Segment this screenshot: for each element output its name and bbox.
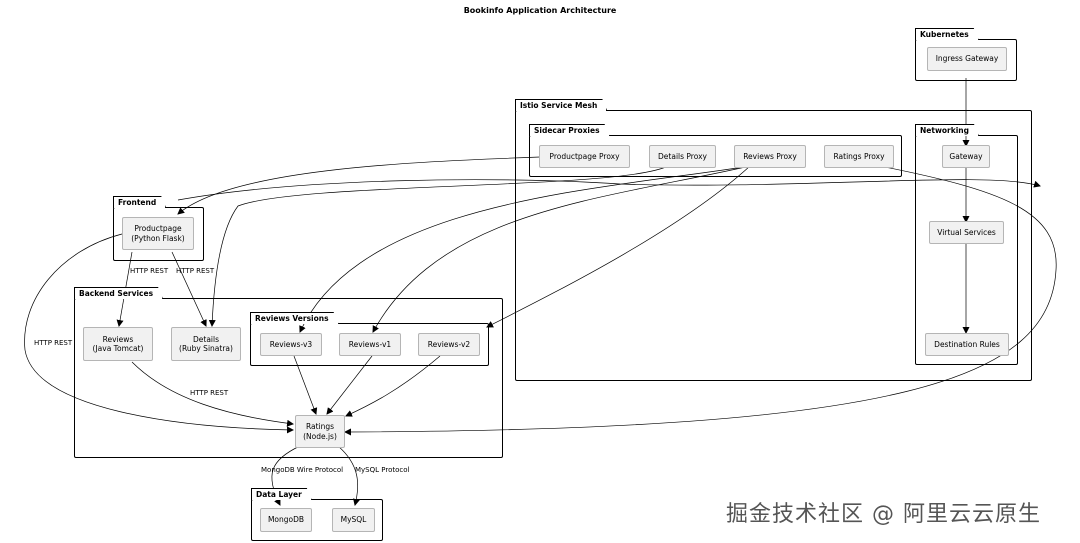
package-sidecar-label: Sidecar Proxies [529, 124, 610, 136]
edge-productpage-to-details [171, 251, 207, 327]
node-destination-rules: Destination Rules [925, 333, 1009, 356]
package-reviews-versions-label: Reviews Versions [250, 312, 339, 324]
node-reviews-v3: Reviews-v3 [260, 333, 322, 356]
node-reviews: Reviews (Java Tomcat) [83, 327, 153, 361]
node-mysql: MySQL [332, 508, 375, 532]
node-virtual-services: Virtual Services [929, 221, 1004, 244]
node-details-proxy: Details Proxy [649, 145, 716, 168]
watermark: 掘金技术社区 @ 阿里云云原生 [726, 502, 1041, 527]
package-istio-service-mesh: Istio Service Mesh [515, 110, 1032, 381]
package-data-layer-label: Data Layer [251, 488, 312, 500]
edge-label-http-rest: HTTP REST [176, 267, 215, 275]
package-networking-label: Networking [915, 124, 979, 136]
edge-label-http-rest: HTTP REST [130, 267, 169, 275]
package-istio-label: Istio Service Mesh [515, 99, 607, 111]
edge-ratings-proxy-to-ratings [344, 165, 1057, 436]
edge-productpage-proxy-to-productpage [177, 156, 541, 215]
package-kubernetes-label: Kubernetes [915, 28, 979, 40]
edge-label-mysql-protocol: MySQL Protocol [355, 466, 410, 474]
package-networking: Networking [915, 135, 1018, 365]
node-reviews-v2: Reviews-v2 [418, 333, 480, 356]
node-ratings-proxy: Ratings Proxy [824, 145, 894, 168]
node-productpage: Productpage (Python Flask) [122, 217, 194, 250]
edge-productpage-ratings-crossline [177, 179, 1041, 201]
node-productpage-proxy: Productpage Proxy [539, 145, 630, 168]
edge-productpage-to-ratings [24, 233, 294, 434]
edge-reviews-v2-to-ratings [345, 355, 441, 417]
node-reviews-v1: Reviews-v1 [339, 333, 401, 356]
package-backend-services: Backend Services [74, 298, 503, 458]
node-reviews-proxy: Reviews Proxy [734, 145, 806, 168]
package-data-layer: Data Layer [251, 499, 383, 541]
package-frontend: Frontend [113, 207, 204, 261]
edge-reviews-proxy-to-reviews-v3 [299, 165, 751, 333]
edge-details-proxy-to-details [208, 165, 669, 327]
node-gateway: Gateway [942, 145, 990, 168]
package-reviews-versions: Reviews Versions [250, 323, 489, 366]
edge-reviews-proxy-to-reviews-v1 [372, 165, 751, 333]
node-ingress-gateway: Ingress Gateway [927, 47, 1007, 71]
edge-label-http-rest: HTTP REST [34, 339, 73, 347]
node-ratings: Ratings (Node.js) [295, 415, 345, 448]
edge-reviews-proxy-to-reviews-v2 [486, 165, 751, 328]
node-details: Details (Ruby Sinatra) [171, 327, 241, 361]
package-sidecar-proxies: Sidecar Proxies [529, 135, 902, 177]
edge-label-mongodb-wire-protocol: MongoDB Wire Protocol [261, 466, 344, 474]
edge-label-http-rest: HTTP REST [190, 389, 229, 397]
package-frontend-label: Frontend [113, 196, 166, 208]
node-mongodb: MongoDB [260, 508, 312, 532]
package-backend-label: Backend Services [74, 287, 163, 299]
edge-reviews-to-ratings [131, 361, 294, 427]
diagram-title: Bookinfo Application Architecture [463, 6, 617, 15]
